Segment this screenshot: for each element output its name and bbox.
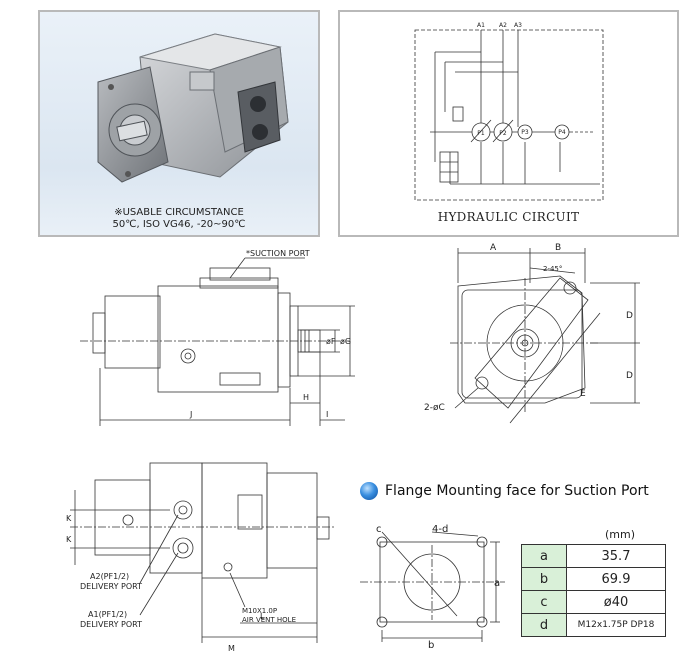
table-key-c: c [521, 590, 567, 614]
dim-j-label: J [189, 410, 192, 419]
a1-delivery-label: DELIVERY PORT [80, 620, 142, 629]
air-vent-thread-label: M10X1.0P [242, 607, 277, 615]
dim-b-label: B [555, 243, 561, 253]
flange-label-holes: 4-d [432, 524, 448, 535]
front-view-drawing: A B D D E 2-45° 2-øC [424, 243, 640, 424]
table-row: b 69.9 [521, 567, 666, 591]
a2-port-label: A2(PF1/2) [90, 572, 129, 581]
pump-label-p2: P2 [499, 130, 507, 137]
dim-l-label: L [260, 612, 265, 621]
flange-label-a: a [494, 578, 500, 589]
dim-k-upper-label: K [66, 514, 72, 523]
dim-a-label: A [490, 243, 497, 253]
table-value-d: M12x1.75P DP18 [566, 613, 666, 637]
section-bullet-icon [360, 482, 378, 500]
usage-caption-conditions: 50℃, ISO VG46, -20~90℃ [112, 219, 246, 230]
product-photo-panel: ※USABLE CIRCUMSTANCE 50℃, ISO VG46, -20~… [38, 10, 320, 237]
angle-label: 2-45° [543, 265, 562, 273]
flange-dimension-table: a 35.7 b 69.9 c ø40 d M12x1.75P DP18 [521, 544, 666, 637]
port-label-a3: A3 [514, 22, 522, 29]
a2-delivery-label: DELIVERY PORT [80, 582, 142, 591]
pump-render-image [97, 33, 289, 183]
pump-label-p3: P3 [521, 129, 529, 136]
suction-port-label: *SUCTION PORT [246, 249, 310, 258]
table-value-a: 35.7 [566, 544, 666, 568]
unit-label: (mm) [605, 528, 636, 541]
usage-caption-title: ※USABLE CIRCUMSTANCE [114, 207, 244, 218]
dim-e-label: E [580, 389, 586, 399]
dim-d-lower-label: D [626, 371, 633, 381]
hydraulic-circuit-title: HYDRAULIC CIRCUIT [437, 210, 580, 224]
flange-face-drawing: c 4-d a b [360, 524, 505, 650]
dim-g-label: øG [340, 337, 351, 346]
table-key-a: a [521, 544, 567, 568]
dim-f-label: øF [326, 337, 336, 346]
pump-label-p4: P4 [558, 129, 566, 136]
dim-k-lower-label: K [66, 535, 72, 544]
mount-holes-label: 2-øC [424, 403, 445, 413]
table-value-c: ø40 [566, 590, 666, 614]
hydraulic-circuit-diagram: P1 P2 P3 P4 A1 A2 A3 [414, 22, 604, 201]
dim-i-label: I [326, 410, 328, 419]
side-view-drawing: *SUCTION PORT J H I øF øG [80, 249, 355, 426]
table-row: d M12x1.75P DP18 [521, 613, 666, 637]
a1-port-label: A1(PF1/2) [88, 610, 127, 619]
flange-label-b: b [428, 640, 434, 650]
port-label-a1: A1 [477, 22, 485, 29]
flange-section-title: Flange Mounting face for Suction Port [385, 483, 649, 499]
table-value-b: 69.9 [566, 567, 666, 591]
dim-h-label: H [303, 393, 309, 402]
dim-m-label: M [228, 644, 235, 653]
table-key-d: d [521, 613, 567, 637]
usage-caption: ※USABLE CIRCUMSTANCE 50℃, ISO VG46, -20~… [40, 207, 318, 231]
hydraulic-circuit-panel: P1 P2 P3 P4 A1 A2 A3 HYDRAULIC CIRCUIT [338, 10, 679, 237]
port-label-a2: A2 [499, 22, 507, 29]
dim-d-upper-label: D [626, 311, 633, 321]
bottom-view-drawing: K K L M A2(PF1/2) DELIVERY PORT A1(PF1/2… [66, 462, 335, 653]
flange-label-c: c [376, 524, 382, 535]
pump-label-p1: P1 [477, 130, 485, 137]
table-row: c ø40 [521, 590, 666, 614]
table-row: a 35.7 [521, 544, 666, 568]
table-key-b: b [521, 567, 567, 591]
air-vent-hole-label: AIR VENT HOLE [242, 616, 296, 624]
